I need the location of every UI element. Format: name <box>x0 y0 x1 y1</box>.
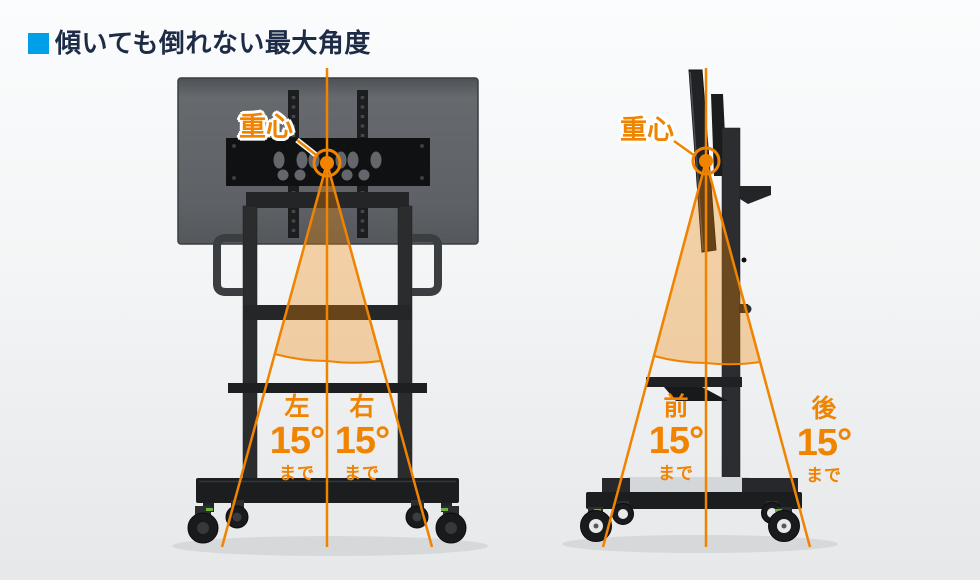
limit-text: まで <box>806 466 842 485</box>
casters <box>187 500 467 544</box>
limit-text: まで <box>658 464 694 483</box>
limit-text: まで <box>279 464 315 483</box>
caster-front-right <box>435 506 467 544</box>
section-title: 傾いても倒れない最大角度 <box>55 28 371 58</box>
center-of-gravity-dot <box>320 156 334 170</box>
front-view-annotations <box>220 68 434 548</box>
limit-text: まで <box>344 464 380 483</box>
side-shelf <box>646 377 742 401</box>
front-right-angle-label: 右 15° まで <box>334 393 390 483</box>
direction-text: 後 <box>811 395 837 423</box>
angle-value: 15° <box>334 420 390 462</box>
left-column <box>242 205 258 481</box>
side-center-of-gravity-label: 重心 <box>620 115 674 145</box>
center-of-gravity-ring <box>691 146 721 176</box>
front-center-of-gravity-label: 重心 <box>239 112 293 142</box>
caster-front-right <box>768 507 800 542</box>
left-handle <box>213 234 243 296</box>
right-column <box>397 205 413 481</box>
right-handle <box>412 234 442 296</box>
direction-text: 前 <box>663 393 689 421</box>
blue-square-bullet-icon <box>28 32 49 54</box>
leader-line <box>296 139 317 156</box>
center-of-gravity-dot <box>699 154 713 168</box>
side-view-stand <box>562 69 838 553</box>
back-15deg-line <box>704 160 812 548</box>
tv-edge-highlight <box>689 71 704 251</box>
side-front-angle-label: 前 15° まで <box>648 393 704 483</box>
direction-text: 左 <box>284 393 310 421</box>
caster-front-left <box>187 506 219 544</box>
side-base <box>586 477 802 509</box>
floor-shadow <box>562 535 838 553</box>
left-15deg-line <box>220 162 329 548</box>
angle-value: 15° <box>648 420 704 462</box>
caster-rear-left <box>612 501 634 525</box>
section-header: 傾いても倒れない最大角度 <box>28 30 371 56</box>
right-15deg-line <box>325 162 434 548</box>
caster-front-left <box>580 507 612 542</box>
center-of-gravity-ring <box>312 148 342 178</box>
bolt <box>741 257 747 263</box>
leader-line <box>673 139 696 158</box>
direction-text: 右 <box>349 393 375 421</box>
side-back-angle-label: 後 15° まで <box>796 395 852 485</box>
angle-value: 15° <box>796 422 852 464</box>
top-arm <box>740 186 771 204</box>
front-left-angle-label: 左 15° まで <box>269 393 325 483</box>
floor-shadow <box>172 536 488 556</box>
angle-value: 15° <box>269 420 325 462</box>
front-15deg-line <box>601 160 708 548</box>
side-casters <box>580 501 800 542</box>
side-view-annotations <box>601 68 812 548</box>
